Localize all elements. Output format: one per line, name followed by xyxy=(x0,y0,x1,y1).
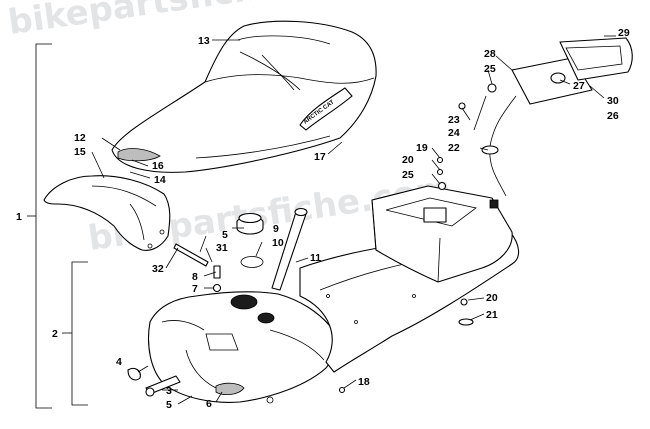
body-panel xyxy=(299,185,520,373)
callout-15: 15 xyxy=(74,146,86,158)
taillight-assembly xyxy=(458,37,633,209)
callout-21: 21 xyxy=(486,309,498,321)
callout-8: 8 xyxy=(192,271,198,283)
seat-assembly: ARCTIC CAT xyxy=(111,20,377,173)
callout-5a: 5 xyxy=(222,229,228,241)
callout-13: 13 xyxy=(198,35,210,47)
seat-front-cover xyxy=(43,175,171,251)
fuel-cap xyxy=(236,212,264,268)
callout-9: 9 xyxy=(273,223,279,235)
callout-6: 6 xyxy=(206,398,212,410)
callout-29: 29 xyxy=(618,27,630,39)
callout-7: 7 xyxy=(192,283,198,295)
callout-26: 26 xyxy=(607,110,619,122)
callout-2: 2 xyxy=(52,328,58,340)
callout-1: 1 xyxy=(16,211,22,223)
callout-16: 16 xyxy=(152,160,164,172)
callout-31: 31 xyxy=(216,242,228,254)
callout-23: 23 xyxy=(448,114,460,126)
callout-18: 18 xyxy=(358,376,370,388)
callout-11: 11 xyxy=(310,252,321,264)
callout-4: 4 xyxy=(116,356,122,368)
callout-14: 14 xyxy=(154,174,166,186)
callout-3: 3 xyxy=(166,385,172,397)
callout-25b: 25 xyxy=(402,169,414,181)
callout-20b: 20 xyxy=(486,292,498,304)
callout-32: 32 xyxy=(152,263,164,275)
callout-20a: 20 xyxy=(402,154,414,166)
tank-hardware xyxy=(127,243,222,397)
callout-19: 19 xyxy=(416,142,428,154)
pan-hardware xyxy=(338,156,474,394)
fuel-tank xyxy=(147,291,336,404)
callout-30: 30 xyxy=(607,95,619,107)
callout-25a: 25 xyxy=(484,63,496,75)
leader-lines xyxy=(91,35,616,405)
callout-10: 10 xyxy=(272,237,284,249)
callout-12: 12 xyxy=(74,132,86,144)
callout-17: 17 xyxy=(314,151,326,163)
callout-27: 27 xyxy=(573,80,585,92)
callout-labels: 1 2 3 4 5 5 6 7 8 9 10 11 12 13 14 15 16… xyxy=(16,27,630,411)
assembly-bracket-2 xyxy=(62,261,88,406)
assembly-bracket-1 xyxy=(27,43,52,409)
callout-22: 22 xyxy=(448,142,460,154)
fuel-gauge-tube xyxy=(271,207,308,291)
callout-5b: 5 xyxy=(166,399,172,411)
callout-28: 28 xyxy=(484,48,496,60)
callout-24: 24 xyxy=(448,127,460,139)
